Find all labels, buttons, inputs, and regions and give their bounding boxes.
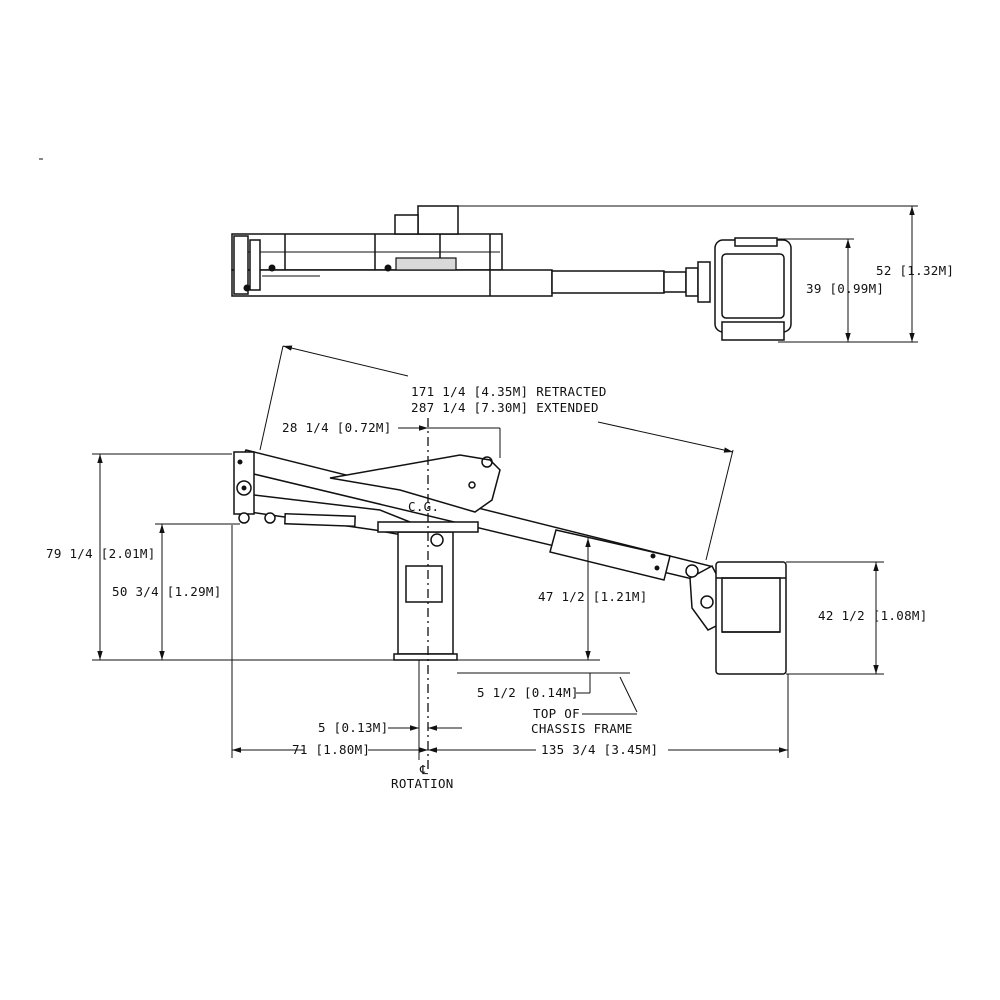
rotation-label: ROTATION [391, 776, 454, 791]
dim-71-label: 71 [1.80M] [292, 742, 370, 757]
dim-28-label: 28 1/4 [0.72M] [282, 420, 392, 435]
centerline-symbol: ℄ [419, 762, 429, 777]
boom-extended-label: 287 1/4 [7.30M] EXTENDED [411, 400, 599, 415]
height-39-label: 39 [0.99M] [806, 281, 884, 296]
chassis-frame-label: CHASSIS FRAME [531, 721, 633, 736]
dim-79-label: 79 1/4 [2.01M] [46, 546, 156, 561]
dim-47-label: 47 1/2 [1.21M] [538, 589, 648, 604]
height-52-label: 52 [1.32M] [876, 263, 954, 278]
dim-42-label: 42 1/2 [1.08M] [818, 608, 928, 623]
top-of-label: TOP OF [533, 706, 580, 721]
dim-5-label: 5 [0.13M] [318, 720, 388, 735]
boom-retracted-label: 171 1/4 [4.35M] RETRACTED [411, 384, 607, 399]
dim-5-half-label: 5 1/2 [0.14M] [477, 685, 579, 700]
dim-50-label: 50 3/4 [1.29M] [112, 584, 222, 599]
side-view: 171 1/4 [4.35M] RETRACTED 287 1/4 [7.30M… [46, 345, 928, 791]
cg-label: C.G. [408, 499, 439, 514]
dim-135-label: 135 3/4 [3.45M] [541, 742, 658, 757]
top-view: 52 [1.32M] 39 [0.99M] [231, 205, 954, 343]
